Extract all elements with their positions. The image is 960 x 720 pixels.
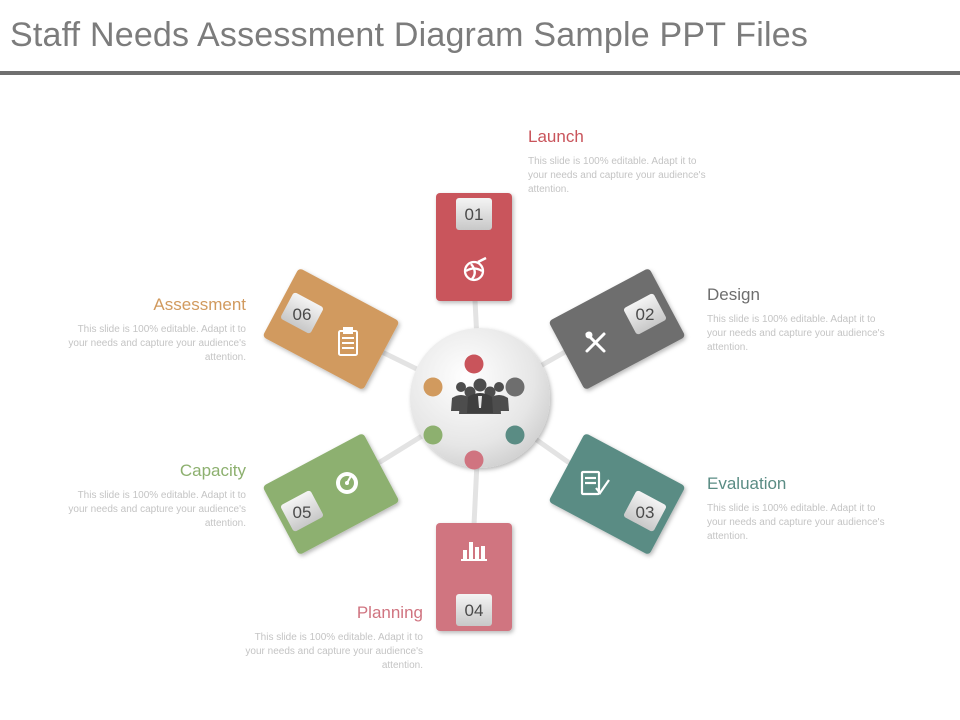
page-title: Staff Needs Assessment Diagram Sample PP…: [10, 16, 809, 54]
number-tab-design: [624, 293, 666, 335]
number-tab-assessment: [281, 292, 323, 334]
step-number-planning: 04: [465, 601, 484, 620]
step-number-assessment: 06: [293, 305, 312, 324]
title-divider: [0, 71, 960, 75]
hub-dot-planning: [464, 450, 484, 470]
step-number-evaluation: 03: [636, 503, 655, 522]
document-check-icon: [580, 470, 610, 496]
step-label-capacity: Capacity: [179, 461, 246, 480]
number-tab-launch: [456, 198, 492, 230]
step-label-launch: Launch: [528, 127, 584, 146]
step-card-launch: [436, 193, 512, 301]
hub-dot-assessment: [423, 377, 443, 397]
step-label-planning: Planning: [356, 603, 423, 622]
step-card-planning: [436, 523, 512, 631]
step-card-assessment: [263, 269, 399, 389]
step-card-evaluation: [549, 434, 685, 554]
hub-dot-design: [505, 377, 525, 397]
number-tab-planning: [456, 594, 492, 626]
step-number-design: 02: [636, 305, 655, 324]
step-label-assessment: Assessment: [153, 295, 246, 314]
gauge-icon: [336, 472, 358, 494]
step-desc-assessment: This slide is 100% editable. Adapt it to…: [68, 324, 246, 363]
bar-chart-icon: [461, 542, 487, 561]
hub-dot-capacity: [423, 425, 443, 445]
hub-dot-evaluation: [505, 425, 525, 445]
step-label-evaluation: Evaluation: [707, 474, 787, 493]
step-desc-design: This slide is 100% editable. Adapt it to…: [707, 314, 885, 353]
step-card-capacity: [263, 434, 399, 554]
step-number-capacity: 05: [293, 503, 312, 522]
pencil-brush-cross-icon: [585, 331, 606, 353]
step-number-launch: 01: [465, 205, 484, 224]
number-tab-capacity: [281, 490, 323, 532]
step-desc-capacity: This slide is 100% editable. Adapt it to…: [68, 490, 246, 529]
hub-dot-launch: [464, 354, 484, 374]
step-desc-evaluation: This slide is 100% editable. Adapt it to…: [707, 503, 885, 542]
clipboard-icon: [338, 327, 358, 356]
step-card-design: [549, 269, 685, 389]
central-hub: [410, 328, 550, 470]
team-people-icon: [451, 378, 509, 414]
number-tab-evaluation: [624, 490, 666, 532]
globe-arrow-icon: [463, 256, 487, 282]
step-desc-launch: This slide is 100% editable. Adapt it to…: [528, 156, 706, 195]
step-desc-planning: This slide is 100% editable. Adapt it to…: [245, 632, 423, 671]
step-label-design: Design: [707, 285, 760, 304]
